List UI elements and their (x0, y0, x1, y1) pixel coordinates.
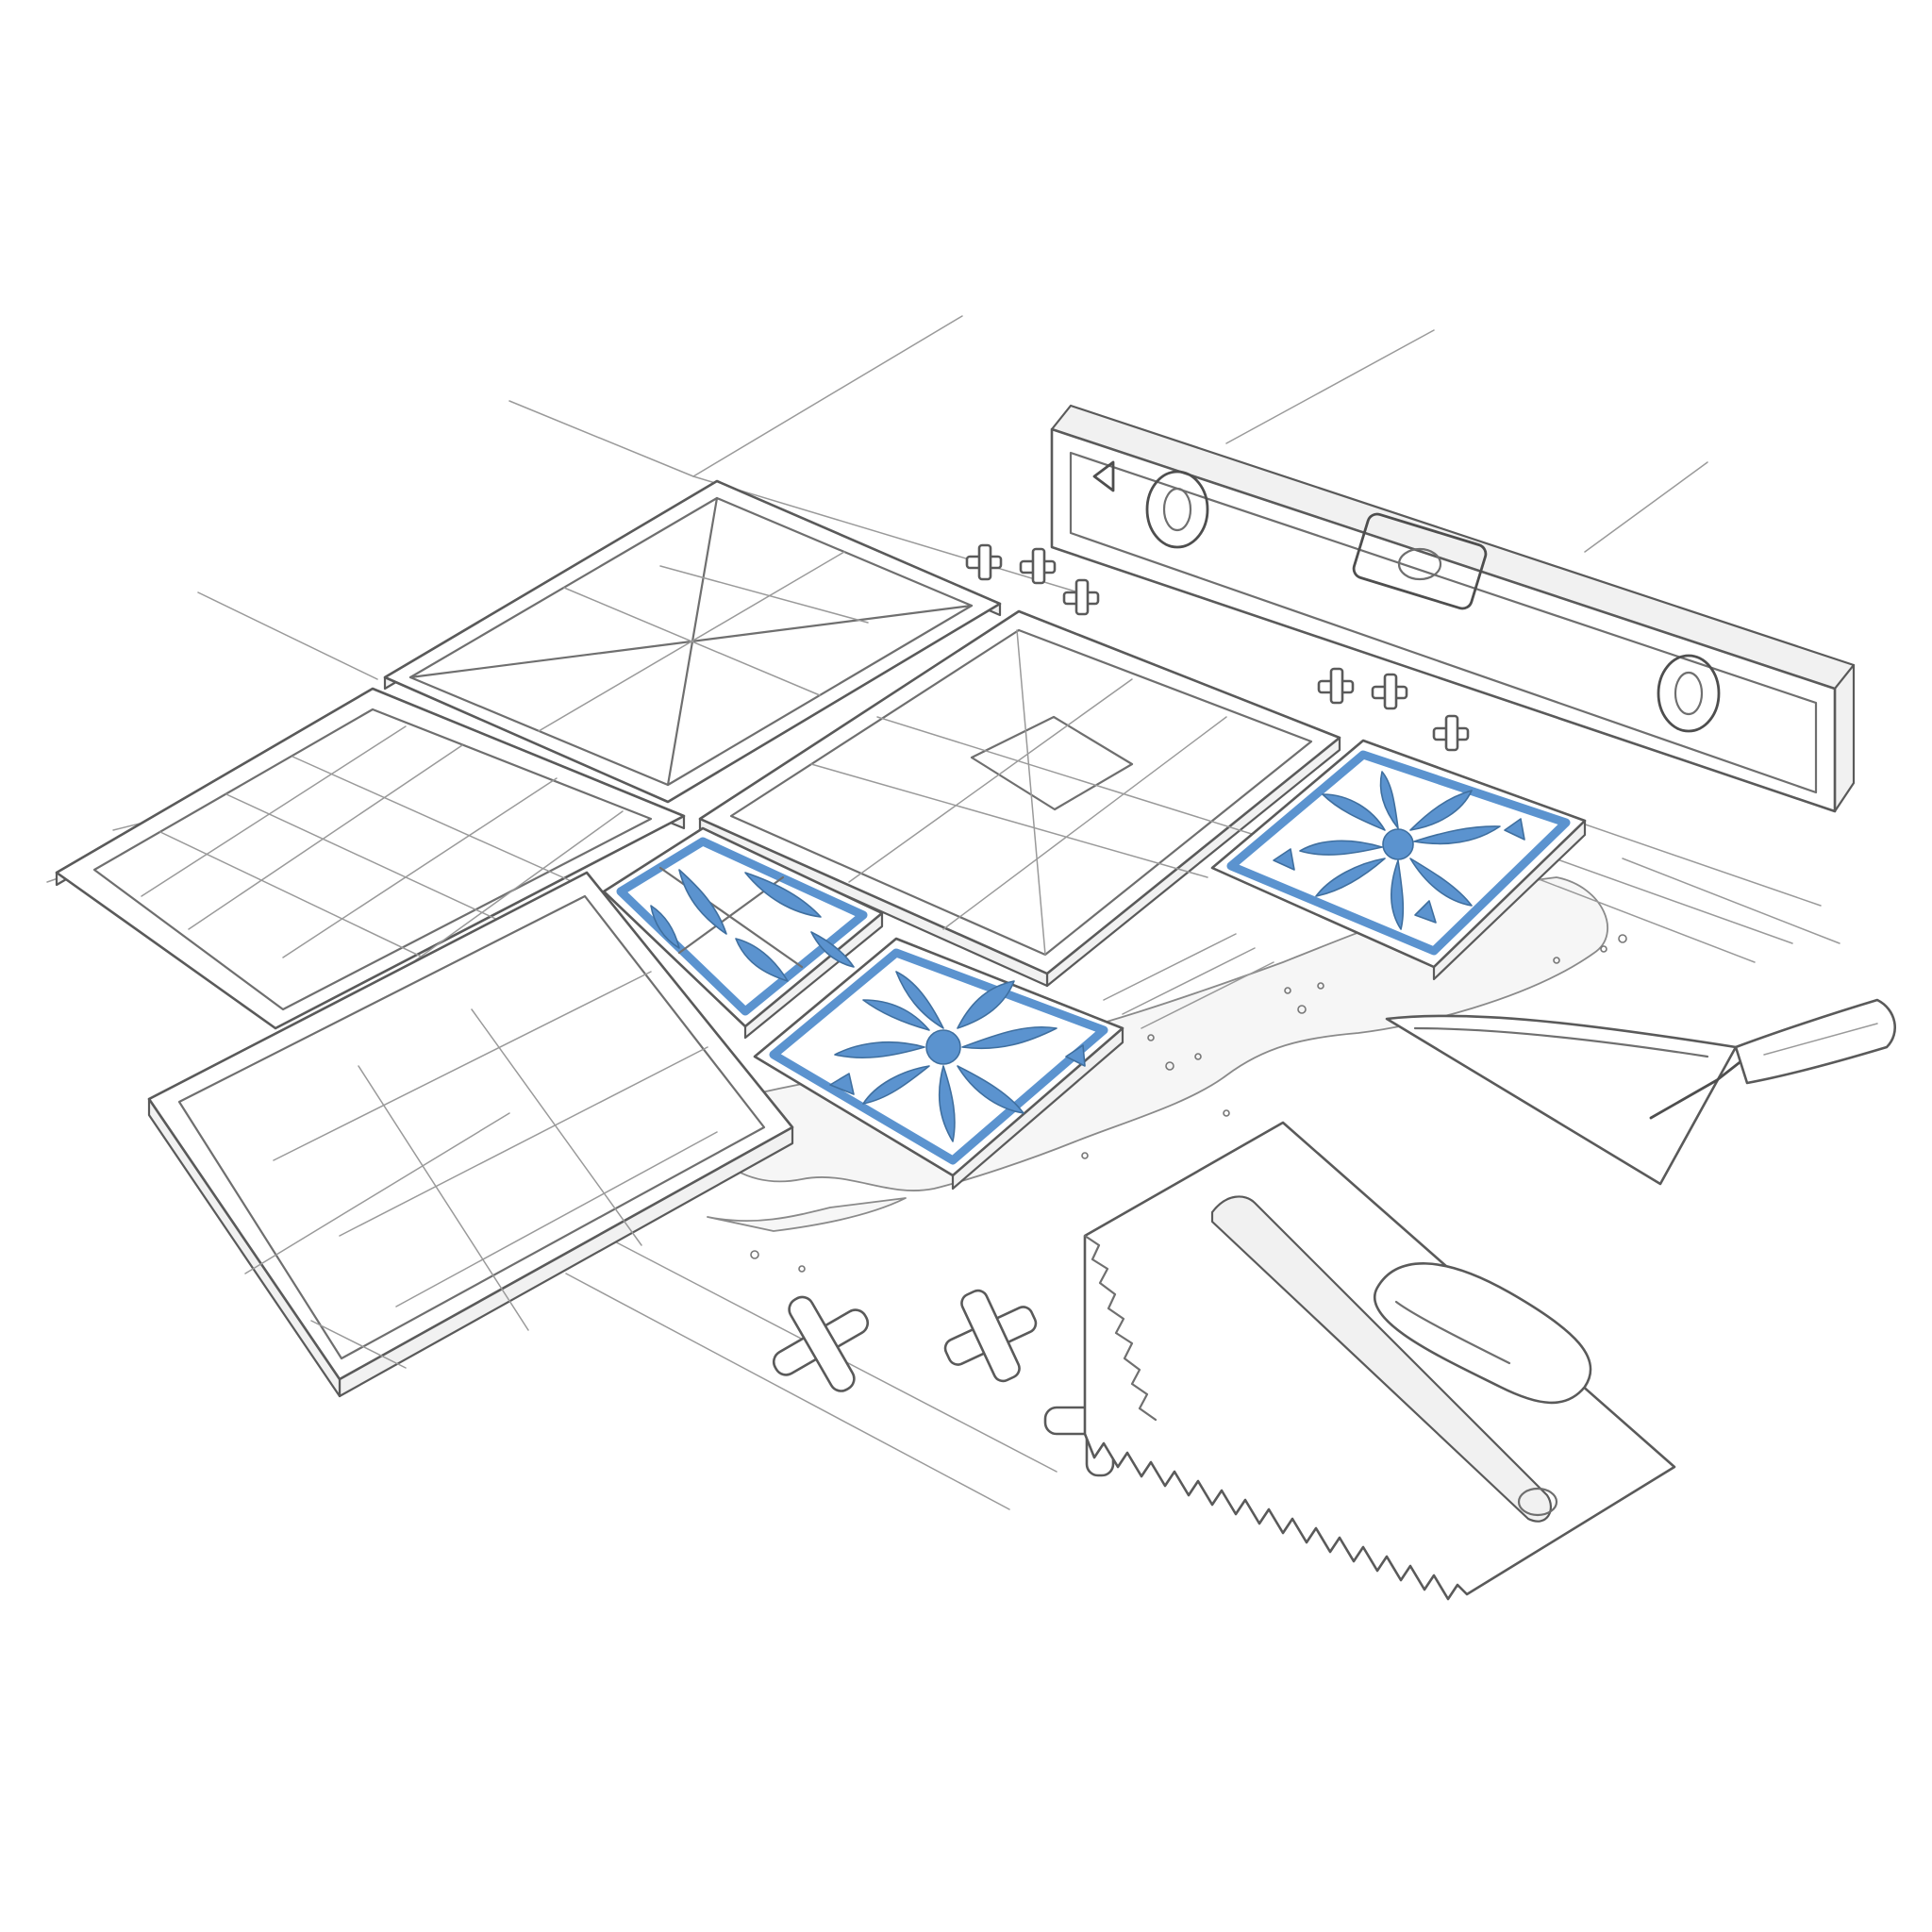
spacer-top-3 (1062, 578, 1100, 616)
blue-tile-center (753, 937, 1124, 1191)
spacer-floor-2 (943, 1289, 1038, 1383)
spacer-right-2 (1371, 673, 1408, 710)
mortar-ridges (1103, 848, 1793, 1029)
large-tile-center (698, 609, 1341, 988)
level-vial-left (1145, 470, 1209, 549)
spirit-level (1050, 404, 1856, 813)
mortar-crumbs (750, 934, 1627, 1273)
spacer-top-2 (1019, 547, 1057, 585)
level-vial-center (1352, 512, 1488, 610)
spacer-floor-1 (772, 1295, 870, 1392)
level-vial-right (1657, 654, 1721, 733)
spacer-right-1 (1317, 667, 1355, 705)
blue-tile-left (602, 826, 884, 1040)
large-tile-top (383, 479, 1002, 804)
spacer-right-3 (1432, 714, 1470, 752)
large-tile-left (55, 687, 686, 1030)
notched-trowel (1083, 1121, 1676, 1601)
large-tile-foreground (147, 871, 794, 1398)
spacer-top-1 (965, 543, 1003, 581)
blue-tile-right (1210, 739, 1587, 981)
pointing-trowel (1385, 998, 1896, 1186)
